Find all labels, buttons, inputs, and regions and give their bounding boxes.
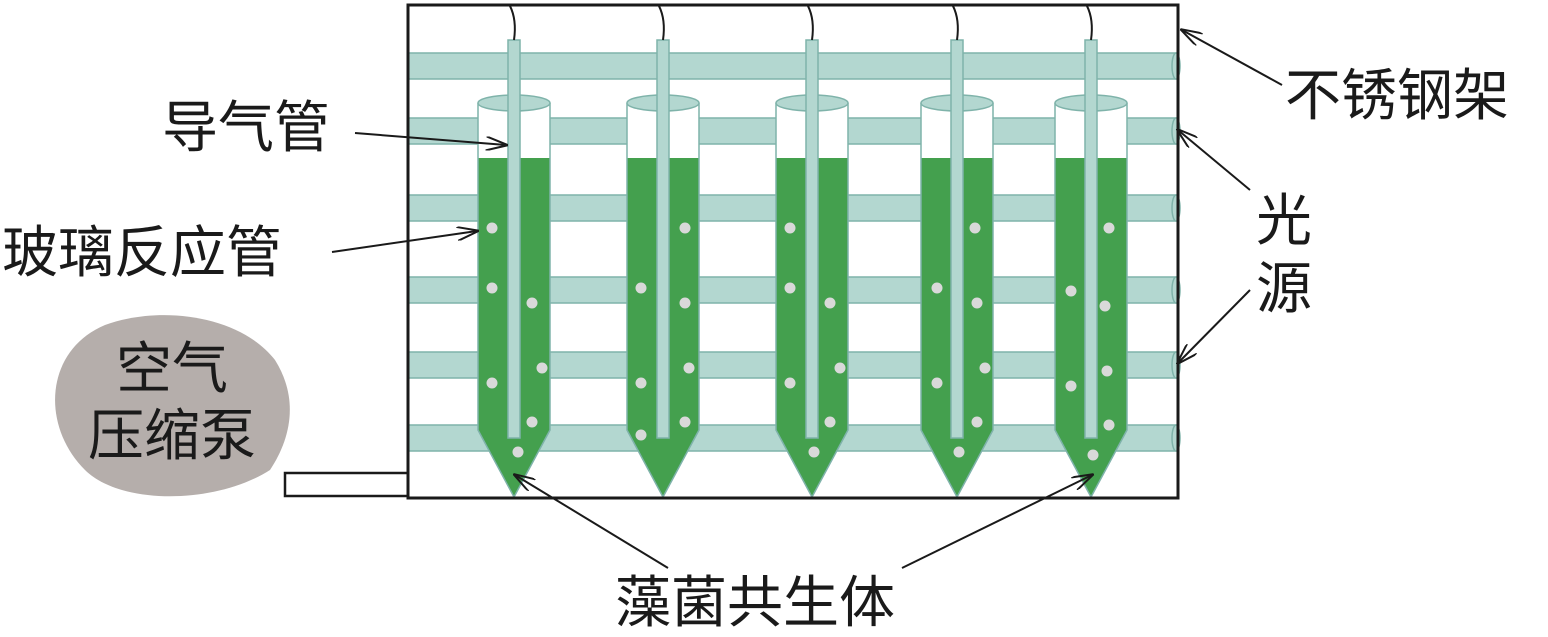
air-bubble bbox=[784, 377, 796, 389]
arrow-frame bbox=[1182, 30, 1283, 86]
gas-inlet-tube bbox=[805, 39, 819, 439]
air-bubble bbox=[635, 429, 647, 441]
air-bubble bbox=[979, 362, 991, 374]
pump-label-line1: 空气 bbox=[116, 337, 228, 402]
reactor-tube-1 bbox=[477, 5, 551, 499]
gas-inlet-tube bbox=[656, 39, 670, 439]
label-light-char2: 源 bbox=[1256, 257, 1312, 322]
air-bubble bbox=[635, 377, 647, 389]
stainless-steel-frame bbox=[406, 3, 1180, 500]
gas-supply-wire bbox=[807, 5, 814, 41]
air-bubble bbox=[486, 282, 498, 294]
gas-inlet-tube bbox=[950, 39, 964, 439]
air-bubble bbox=[931, 377, 943, 389]
air-bubble bbox=[1099, 300, 1111, 312]
reactor-tube-4 bbox=[920, 5, 994, 499]
label-frame: 不锈钢架 bbox=[1285, 64, 1509, 129]
air-bubble bbox=[683, 362, 695, 374]
air-bubble bbox=[679, 416, 691, 428]
air-bubble bbox=[679, 222, 691, 234]
air-bubble bbox=[1103, 222, 1115, 234]
annotation-arrows bbox=[331, 30, 1283, 569]
air-bubble bbox=[784, 222, 796, 234]
pump-label-line2: 压缩泵 bbox=[88, 404, 256, 469]
air-bubble bbox=[512, 446, 524, 458]
arrow-gas-tube bbox=[354, 132, 506, 145]
arrow-light-lower bbox=[1178, 289, 1251, 363]
reactor-tubes bbox=[477, 5, 1128, 499]
reactor-tube-3 bbox=[775, 5, 849, 499]
light-rod-1 bbox=[407, 52, 1179, 80]
label-light-char1: 光 bbox=[1256, 189, 1312, 254]
air-bubble bbox=[931, 282, 943, 294]
air-bubble bbox=[526, 297, 538, 309]
air-bubble bbox=[824, 297, 836, 309]
air-bubble bbox=[1065, 380, 1077, 392]
air-bubble bbox=[526, 416, 538, 428]
label-glass-reactor: 玻璃反应管 bbox=[2, 221, 282, 286]
air-bubble bbox=[953, 446, 965, 458]
air-compressor-pump bbox=[55, 315, 290, 497]
label-symbiont: 藻菌共生体 bbox=[615, 571, 895, 636]
gas-supply-wire bbox=[1086, 5, 1093, 41]
air-bubble bbox=[486, 222, 498, 234]
air-bubble bbox=[1101, 365, 1113, 377]
air-bubble bbox=[969, 222, 981, 234]
air-bubble bbox=[824, 416, 836, 428]
air-bubble bbox=[971, 416, 983, 428]
air-bubble bbox=[1065, 285, 1077, 297]
arrow-glass-reactor bbox=[331, 231, 477, 253]
arrow-symbiont-left bbox=[515, 475, 669, 569]
air-bubble bbox=[834, 362, 846, 374]
air-bubble bbox=[679, 297, 691, 309]
air-bubble bbox=[635, 282, 647, 294]
air-bubble bbox=[486, 377, 498, 389]
gas-supply-wire bbox=[952, 5, 959, 41]
air-bubble bbox=[808, 446, 820, 458]
gas-supply-wire bbox=[509, 5, 516, 41]
air-bubble bbox=[971, 297, 983, 309]
arrow-symbiont-right bbox=[901, 475, 1092, 569]
air-bubble bbox=[784, 282, 796, 294]
gas-inlet-tube bbox=[507, 39, 521, 439]
label-gas-tube: 导气管 bbox=[162, 96, 330, 161]
air-bubble bbox=[536, 362, 548, 374]
gas-inlet-tube bbox=[1084, 39, 1098, 439]
air-bubble bbox=[1087, 449, 1099, 461]
reactor-tube-5 bbox=[1054, 5, 1128, 499]
air-inlet-pipe bbox=[283, 471, 410, 498]
gas-supply-wire bbox=[658, 5, 665, 41]
reactor-tube-2 bbox=[626, 5, 700, 499]
arrow-light-upper bbox=[1178, 130, 1251, 191]
air-bubble bbox=[1103, 419, 1115, 431]
